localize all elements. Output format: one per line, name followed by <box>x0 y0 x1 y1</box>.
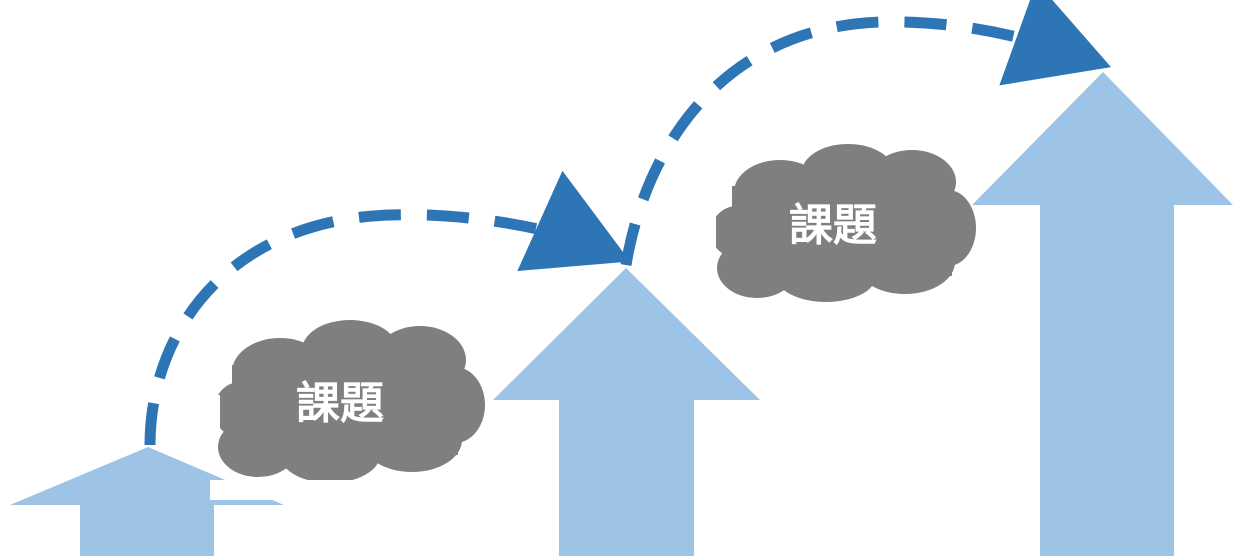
obstacle-label-1: 課題 <box>296 378 384 429</box>
cloud-icon <box>711 144 976 302</box>
up-arrow-icon <box>972 72 1233 556</box>
step-arrow-2 <box>493 268 760 556</box>
obstacle-label-2: 課題 <box>789 200 877 251</box>
dashed-curved-arrow-icon <box>620 0 1112 266</box>
obstacle-cloud-1: 課題 <box>210 320 510 500</box>
cloud-icon <box>214 320 485 483</box>
up-arrow-icon <box>493 268 760 556</box>
up-arrow-icon <box>10 447 284 556</box>
dashed-curved-arrow-icon <box>144 170 631 446</box>
step-arrow-3 <box>972 72 1233 556</box>
step-arrow-1 <box>10 447 284 556</box>
obstacle-cloud-2: 課題 <box>700 144 1000 322</box>
